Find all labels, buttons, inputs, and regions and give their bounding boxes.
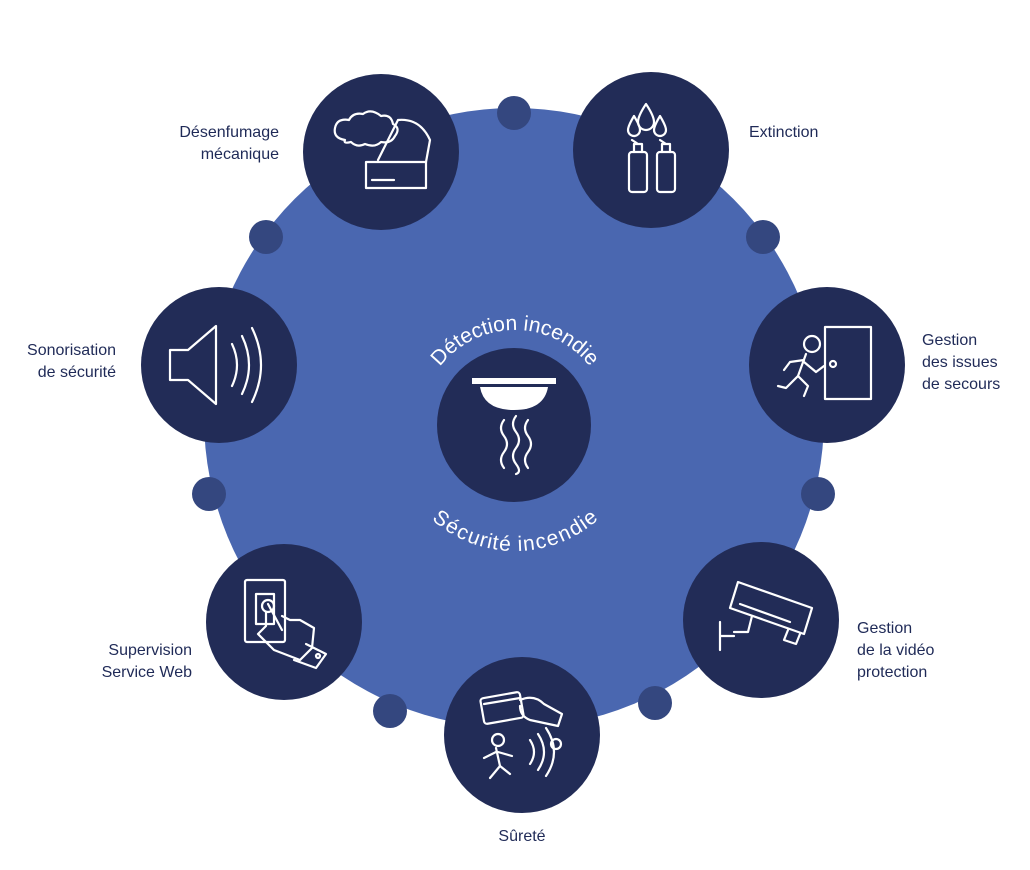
connector-dot [746,220,780,254]
label-line: Désenfumage [179,124,279,141]
smoke-detector-icon [472,378,556,476]
label-line: Gestion [857,620,913,637]
node-surete [444,657,600,813]
label-line: de la vidéo [857,642,935,659]
label-line: de sécurité [37,364,116,381]
connector-dot [497,96,531,130]
label-desenfumage: Désenfumage mécanique [179,122,279,166]
label-line: Sonorisation [27,342,116,359]
label-line: des issues [922,354,998,371]
label-extinction: Extinction [749,122,818,144]
connector-dot [249,220,283,254]
connector-dot [192,477,226,511]
node-issues [749,287,905,443]
label-line: de secours [922,376,1001,393]
label-line: Supervision [108,642,192,659]
label-line: Sûreté [498,828,546,845]
connector-dot [373,694,407,728]
fire-extinguisher-icon [626,102,677,194]
label-line: mécanique [200,146,279,163]
label-supervision: Supervision Service Web [102,640,192,684]
connector-dots [192,96,835,728]
node-desenfumage [303,74,459,230]
security-camera-icon [718,580,814,652]
smoke-vent-icon [333,110,432,190]
touch-panel-icon [243,578,328,670]
node-sonorisation [141,287,297,443]
node-video [683,542,839,698]
access-control-icon [479,691,564,780]
connector-dot [638,686,672,720]
label-line: protection [857,664,928,681]
node-supervision [206,544,362,700]
label-line: Extinction [749,124,819,141]
label-issues: Gestion des issues de secours [922,330,1000,396]
label-line: Gestion [922,332,978,349]
label-surete: Sûreté [472,826,572,848]
node-extinction [573,72,729,228]
connector-dot [801,477,835,511]
label-sonorisation: Sonorisation de sécurité [27,340,116,384]
speaker-icon [168,324,262,406]
label-video: Gestion de la vidéo protection [857,618,934,684]
label-line: Service Web [101,664,192,681]
emergency-exit-icon [776,325,873,401]
